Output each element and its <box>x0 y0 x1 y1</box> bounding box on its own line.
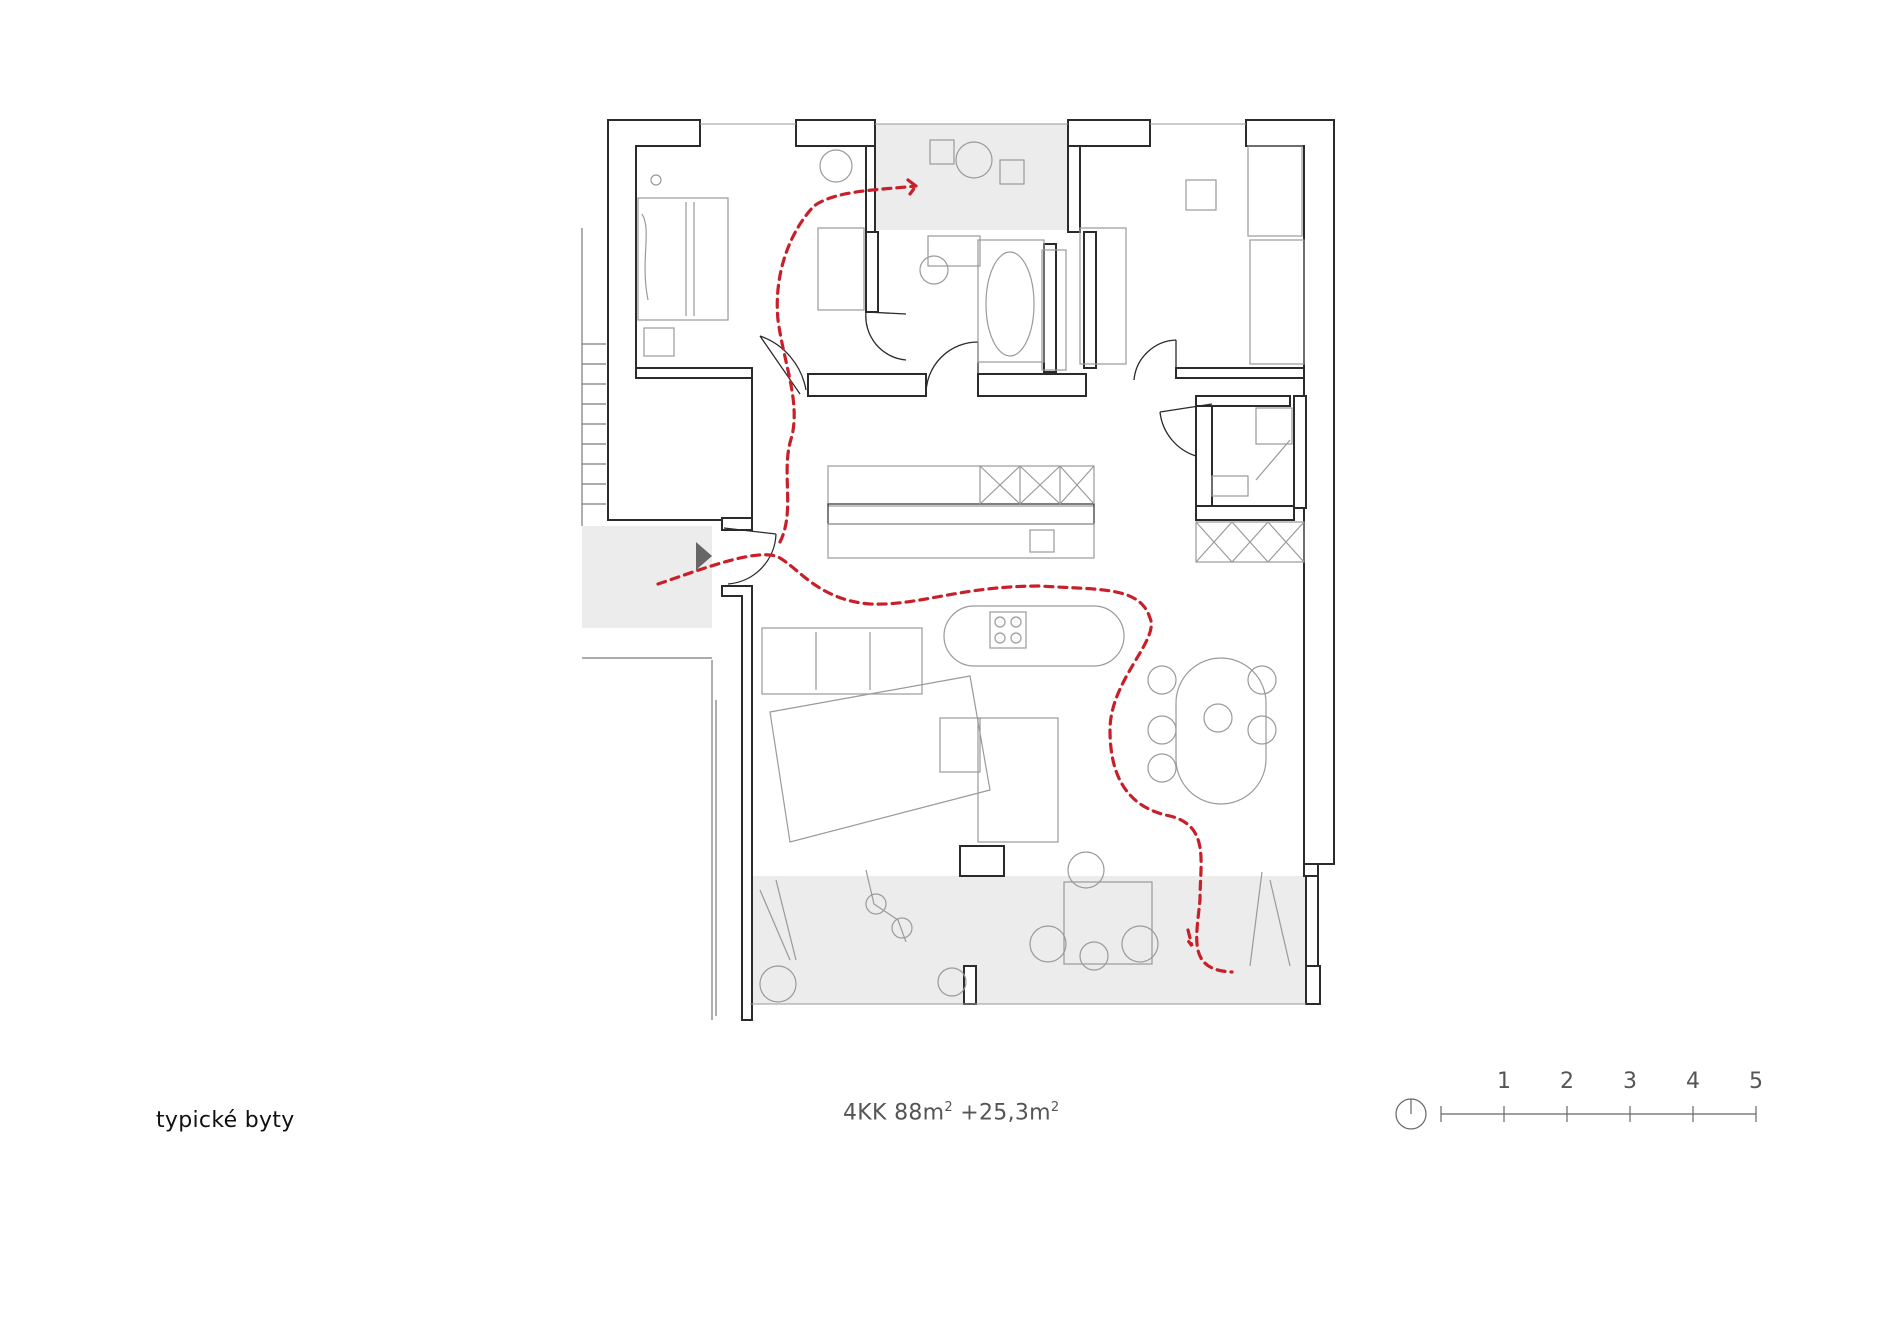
walls <box>607 119 1335 1021</box>
area-caption: 4KK 88m2 +25,3m2 <box>843 1100 1060 1125</box>
plant-icon <box>759 965 797 1003</box>
top-balcony <box>875 124 1071 230</box>
circulation-path <box>656 178 1234 974</box>
furniture <box>637 139 1305 1003</box>
wc-basin <box>1211 475 1249 497</box>
area-main: 88m <box>894 1100 945 1126</box>
windows <box>700 123 1306 1005</box>
scale-tick-2: 2 <box>1560 1069 1574 1094</box>
bathroom-vanity <box>927 235 981 267</box>
bedside-lamp <box>650 174 662 186</box>
staircase <box>581 228 717 1020</box>
area-main-unit: 2 <box>944 1100 953 1115</box>
plant-icon <box>819 149 853 183</box>
scale-bar <box>1395 1098 1757 1130</box>
area-extra: +25,3m <box>960 1100 1051 1126</box>
scale-tick-3: 3 <box>1623 1069 1637 1094</box>
kitchen-island <box>943 605 1125 667</box>
wardrobe-right <box>1079 227 1127 365</box>
bottom-terrace <box>750 876 1315 1004</box>
staircase-landing <box>582 526 712 628</box>
terrace-areas <box>582 124 1315 1004</box>
double-bed <box>637 197 729 321</box>
scale-tick-5: 5 <box>1749 1069 1763 1094</box>
armchair <box>977 717 1059 843</box>
dining-table <box>1175 657 1267 805</box>
typology-label: typické byty <box>156 1108 295 1133</box>
coffee-table <box>939 717 981 773</box>
terrace-table <box>1063 881 1153 965</box>
desk <box>1247 145 1303 237</box>
layout-code: 4KK <box>843 1100 887 1126</box>
scale-tick-1: 1 <box>1497 1069 1511 1094</box>
bathtub <box>977 239 1045 363</box>
kitchen-cabinets <box>827 465 1095 507</box>
doors <box>723 311 1213 585</box>
area-extra-unit: 2 <box>1050 1100 1060 1115</box>
wardrobe-left <box>817 227 865 311</box>
balcony-table <box>955 141 993 179</box>
entrance-arrow-icon <box>696 542 712 570</box>
sofa <box>761 627 923 695</box>
scale-labels: 1 2 3 4 5 <box>1497 1069 1763 1094</box>
tv-unit <box>959 845 1005 877</box>
scale-tick-4: 4 <box>1686 1069 1700 1094</box>
rug <box>769 675 991 843</box>
